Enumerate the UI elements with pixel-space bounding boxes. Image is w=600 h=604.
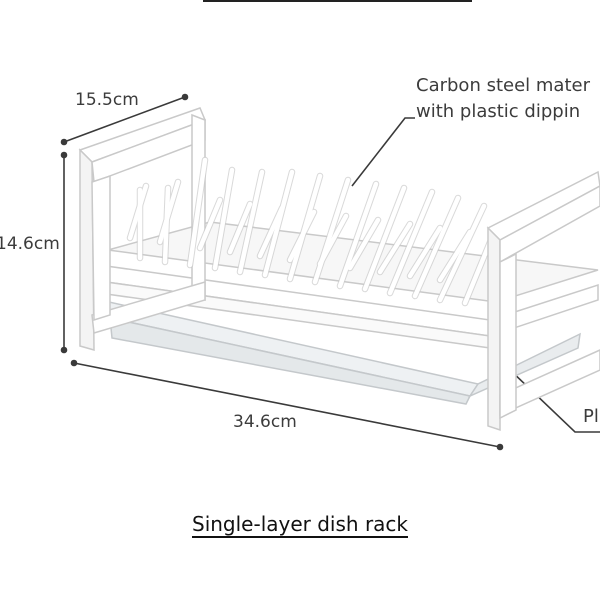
material-callout-line2: with plastic dippin [416, 101, 580, 122]
depth-label: 15.5cm [75, 90, 139, 110]
width-label: 34.6cm [233, 412, 297, 432]
material-callout-line1: Carbon steel mater [416, 75, 590, 96]
caption: Single-layer dish rack [0, 512, 600, 536]
caption-text: Single-layer dish rack [192, 512, 408, 536]
height-label: 14.6cm [0, 234, 60, 254]
tray-callout: Pl [583, 406, 599, 427]
material-leader-line [352, 118, 415, 186]
